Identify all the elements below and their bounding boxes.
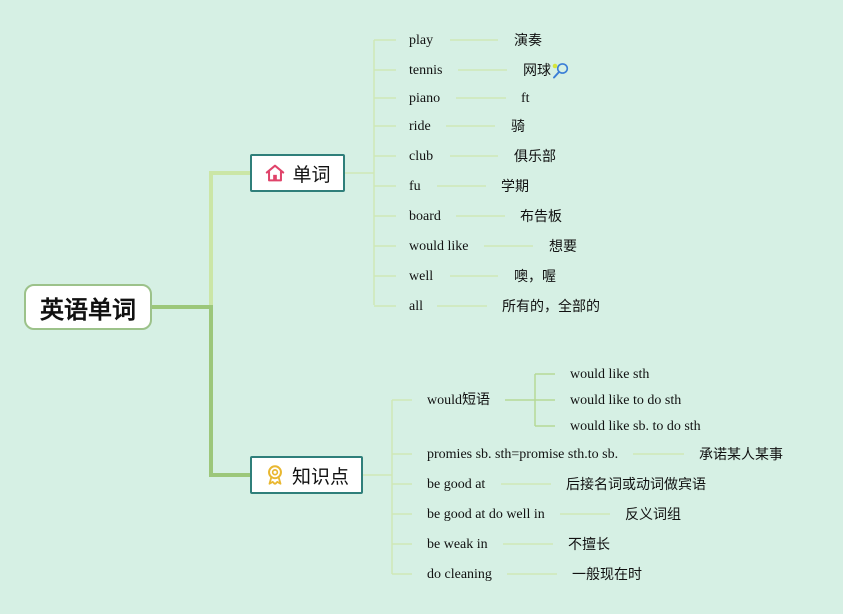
knowledge-note[interactable]: 承诺某人某事	[699, 447, 783, 463]
award-ribbon-icon	[268, 465, 282, 485]
word-en[interactable]: all	[409, 299, 423, 314]
would-phrase[interactable]: would like to do sth	[570, 393, 682, 408]
knowledge-item[interactable]: do cleaning	[427, 567, 492, 582]
knowledge-note[interactable]: 反义词组	[625, 507, 681, 523]
word-en[interactable]: would like	[409, 239, 469, 254]
knowledge-item[interactable]: would短语	[427, 393, 490, 408]
root-node[interactable]: 英语单词	[24, 284, 152, 330]
trunk-line-words	[152, 171, 250, 309]
knowledge-item[interactable]: be weak in	[427, 537, 488, 552]
would-subspine	[505, 373, 555, 427]
word-cn[interactable]: 学期	[501, 179, 529, 195]
knowledge-spine	[363, 400, 393, 574]
words-item-ticks	[374, 39, 396, 307]
word-cn[interactable]: ft	[521, 91, 530, 106]
tennis-racket-icon	[552, 63, 569, 79]
branch-node-knowledge[interactable]: 知识点	[250, 456, 363, 494]
knowledge-item[interactable]: promies sb. sth=promise sth.to sb.	[427, 447, 619, 462]
would-phrase[interactable]: would like sth	[570, 367, 650, 382]
word-en[interactable]: ride	[409, 119, 431, 134]
word-cn[interactable]: 网球	[523, 63, 551, 79]
word-en[interactable]: well	[409, 269, 434, 284]
word-en[interactable]: club	[409, 149, 434, 164]
knowledge-note[interactable]: 后接名词或动词做宾语	[566, 477, 706, 493]
word-cn[interactable]: 噢，喔	[514, 269, 556, 285]
branch-label-words: 单词	[292, 163, 331, 186]
knowledge-item[interactable]: be good at	[427, 477, 486, 492]
word-cn[interactable]: 布告板	[520, 209, 562, 225]
knowledge-item[interactable]: be good at do well in	[427, 507, 545, 522]
knowledge-pair-lines	[501, 453, 684, 575]
root-label: 英语单词	[40, 295, 136, 324]
word-cn[interactable]: 骑	[511, 119, 525, 135]
branch-label-knowledge: 知识点	[291, 465, 349, 488]
words-spine	[345, 40, 375, 305]
word-en[interactable]: play	[409, 33, 434, 48]
words-pair-lines	[437, 39, 533, 307]
house-icon	[266, 164, 285, 182]
would-phrase[interactable]: would like sb. to do sth	[570, 419, 701, 434]
knowledge-note[interactable]: 不擅长	[568, 537, 610, 553]
word-cn[interactable]: 俱乐部	[514, 149, 556, 165]
branch-node-words[interactable]: 单词	[250, 154, 345, 192]
trunk-line-knowledge	[152, 305, 250, 477]
word-cn[interactable]: 所有的，全部的	[502, 299, 600, 315]
word-cn[interactable]: 演奏	[514, 33, 542, 49]
word-en[interactable]: board	[409, 209, 441, 224]
word-en[interactable]: tennis	[409, 63, 443, 78]
knowledge-item-ticks	[392, 399, 412, 575]
word-cn[interactable]: 想要	[549, 239, 577, 255]
word-en[interactable]: fu	[409, 179, 421, 194]
word-en[interactable]: piano	[409, 91, 441, 106]
knowledge-note[interactable]: 一般现在时	[572, 567, 642, 583]
